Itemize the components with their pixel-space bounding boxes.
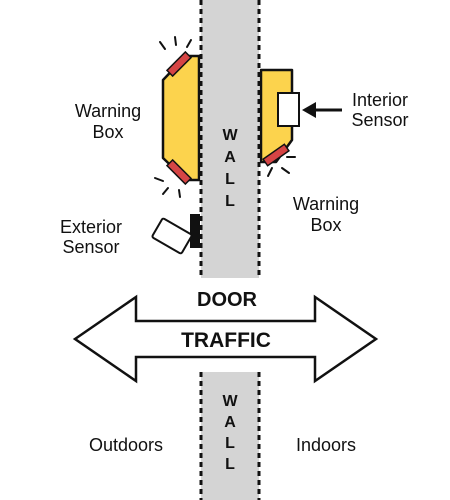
exterior-sensor-mount <box>190 214 200 248</box>
warning-box-left-label-line2: Box <box>92 122 123 142</box>
traffic-arrow: TRAFFIC <box>72 294 379 384</box>
exterior-sensor-label: Exterior Sensor <box>60 217 122 257</box>
warning-box-right-label-line2: Box <box>310 215 341 235</box>
exterior-sensor-label-line1: Exterior <box>60 217 122 237</box>
interior-sensor-body <box>277 92 300 127</box>
flash-lines-right <box>267 156 296 177</box>
warning-box-left-label-line1: Warning <box>75 101 141 121</box>
wall-lower-letter-a: A <box>224 414 236 431</box>
outdoors-label: Outdoors <box>89 435 163 455</box>
wall-upper <box>199 0 261 278</box>
wall-lower-letter-l1: L <box>225 435 235 452</box>
interior-sensor-label-line2: Sensor <box>351 110 408 130</box>
traffic-arrow-shape <box>72 294 379 384</box>
door-label: DOOR <box>197 289 258 311</box>
warning-light-left-top <box>165 50 193 78</box>
exterior-sensor-body <box>151 217 193 255</box>
warning-box-right-label-line1: Warning <box>293 194 359 214</box>
wall-upper-letter-l2: L <box>225 193 235 210</box>
warning-box-right <box>259 68 296 177</box>
warning-box-right-label: Warning Box <box>293 194 359 235</box>
wall-upper-letter-l1: L <box>225 171 235 188</box>
wall-upper-letter-w: W <box>222 127 238 144</box>
flash-lines-left-top <box>159 36 192 50</box>
flash-lines-left-bottom <box>154 177 181 198</box>
indoors-label: Indoors <box>296 435 356 455</box>
warning-light-right <box>262 143 290 167</box>
wall-lower-label: W A L L <box>222 393 238 473</box>
wall-lower-letter-w: W <box>222 393 238 410</box>
warning-light-left-bottom <box>165 158 193 186</box>
warning-box-left <box>154 36 201 198</box>
interior-sensor <box>277 92 342 127</box>
exterior-sensor-label-line2: Sensor <box>62 237 119 257</box>
wall-lower <box>199 372 261 500</box>
interior-sensor-pointer-arrowhead <box>302 102 316 118</box>
interior-sensor-label-line1: Interior <box>352 90 408 110</box>
wall-lower-fill <box>201 372 259 500</box>
traffic-label: TRAFFIC <box>181 329 271 352</box>
interior-sensor-label: Interior Sensor <box>351 90 408 130</box>
wall-lower-letter-l2: L <box>225 456 235 473</box>
warning-box-left-label: Warning Box <box>75 101 141 142</box>
wall-upper-letter-a: A <box>224 149 236 166</box>
warning-box-left-body <box>161 54 201 182</box>
wall-upper-label: W A L L <box>222 127 238 210</box>
exterior-sensor <box>151 214 200 255</box>
wall-upper-fill <box>201 0 259 278</box>
